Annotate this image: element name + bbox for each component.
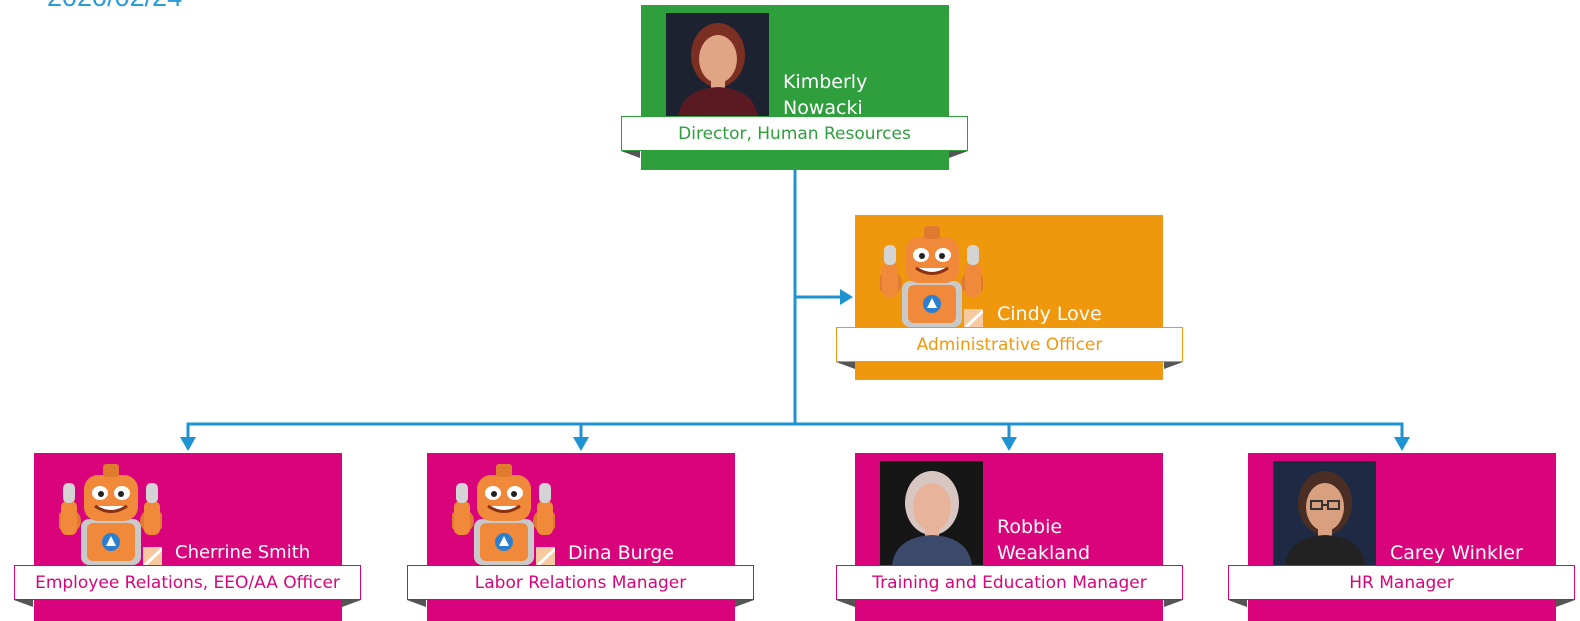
node-name: Cherrine Smith (175, 542, 311, 563)
photo-hr-manager (1273, 461, 1376, 565)
photo-labor-relations (452, 461, 555, 565)
ribbon-fold-right (735, 600, 754, 607)
node-title-director: Director, Human Resources (621, 116, 968, 151)
ribbon-fold-left (1228, 600, 1247, 607)
ribbon-fold-left (836, 600, 855, 607)
photo-director (666, 13, 769, 117)
arrow-hr-manager (1394, 437, 1410, 451)
node-title-labor-relations: Labor Relations Manager (407, 565, 754, 600)
ribbon-fold-right (342, 600, 361, 607)
ribbon-fold-right (1164, 362, 1183, 369)
node-name: Robbie Weakland (997, 516, 1091, 564)
person-portrait-icon (880, 461, 983, 565)
ribbon-fold-right (949, 151, 968, 158)
photo-employee-relations (59, 461, 162, 565)
node-title-admin: Administrative Officer (836, 327, 1183, 362)
ribbon-fold-right (1556, 600, 1575, 607)
node-title-employee-relations: Employee Relations, EEO/AA Officer (14, 565, 361, 600)
person-portrait-icon (1273, 461, 1376, 565)
arrow-admin (840, 289, 853, 305)
node-name: Kimberly Nowacki (783, 71, 868, 119)
photo-training (880, 461, 983, 565)
node-name: Cindy Love (997, 303, 1102, 325)
ribbon-fold-left (621, 151, 640, 158)
node-title-hr-manager: HR Manager (1228, 565, 1575, 600)
node-name: Dina Burge (568, 542, 674, 564)
ribbon-fold-left (407, 600, 426, 607)
node-name: Carey Winkler (1390, 542, 1523, 564)
chart-date: 2020/02/24 (47, 0, 182, 11)
arrow-employee-relations (180, 437, 196, 451)
robot-mascot-icon (59, 464, 162, 565)
person-portrait-icon (666, 13, 769, 117)
ribbon-fold-right (1164, 600, 1183, 607)
ribbon-fold-left (836, 362, 855, 369)
robot-mascot-icon (452, 464, 555, 565)
arrow-labor-relations (573, 437, 589, 451)
ribbon-fold-left (14, 600, 33, 607)
node-title-training: Training and Education Manager (836, 565, 1183, 600)
photo-admin (880, 223, 983, 327)
arrow-training (1001, 437, 1017, 451)
robot-mascot-icon (880, 226, 983, 327)
